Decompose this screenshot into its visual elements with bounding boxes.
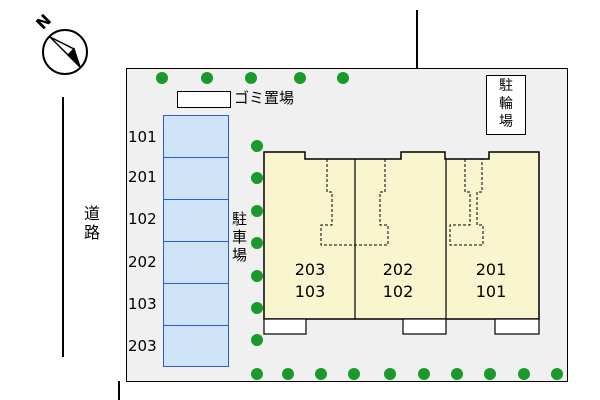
bike-parking-label: 駐 輪 場 xyxy=(499,77,513,131)
car-parking-char-3: 場 xyxy=(232,246,248,264)
tree-icon xyxy=(337,72,349,84)
parking-slot-divider xyxy=(163,157,229,158)
tree-icon xyxy=(451,368,463,380)
tree-icon xyxy=(251,172,263,184)
tree-icon xyxy=(156,72,168,84)
unit-lower-label: 102 xyxy=(382,282,414,301)
parking-slot-divider xyxy=(163,325,229,326)
compass-n-label: N xyxy=(32,12,55,33)
car-parking-label: 駐 車 場 xyxy=(232,210,247,264)
north-compass-icon: N xyxy=(32,12,88,75)
bike-parking-char-1: 駐 xyxy=(499,78,513,94)
bike-parking-box xyxy=(486,75,526,135)
parking-slot-label: 103 xyxy=(128,295,157,313)
parking-slot-divider xyxy=(163,241,229,242)
tree-icon xyxy=(294,72,306,84)
tree-icon xyxy=(551,368,563,380)
parking-slot-divider xyxy=(163,199,229,200)
tree-icon xyxy=(251,237,263,249)
tree-icon xyxy=(245,72,257,84)
tree-icon xyxy=(418,368,430,380)
tree-icon xyxy=(282,368,294,380)
boundary-line-bottom xyxy=(118,381,120,400)
road-label-char-2: 路 xyxy=(84,223,101,242)
bike-parking-char-3: 場 xyxy=(499,114,513,130)
unit-upper-label: 201 xyxy=(475,260,507,279)
unit-label-group: 201 101 xyxy=(463,259,519,303)
parking-slot-label: 202 xyxy=(128,253,157,271)
tree-icon xyxy=(251,205,263,217)
tree-icon xyxy=(384,368,396,380)
tree-icon xyxy=(251,302,263,314)
tree-icon xyxy=(251,368,263,380)
unit-label-group: 203 103 xyxy=(282,259,338,303)
tree-icon xyxy=(484,368,496,380)
road-label: 道 路 xyxy=(84,204,100,242)
parking-slot-divider xyxy=(163,283,229,284)
tree-icon xyxy=(251,334,263,346)
tree-icon xyxy=(251,270,263,282)
tree-icon xyxy=(348,368,360,380)
unit-label-group: 202 102 xyxy=(370,259,426,303)
apartment-building xyxy=(263,151,540,335)
unit-lower-label: 103 xyxy=(294,282,326,301)
road-label-char-1: 道 xyxy=(84,204,101,223)
parking-slot-label: 101 xyxy=(128,128,157,146)
garbage-area-box xyxy=(177,91,231,108)
parking-slot-label: 102 xyxy=(128,210,157,228)
parking-slot-label: 201 xyxy=(128,168,157,186)
parking-slot-label: 203 xyxy=(128,337,157,355)
road-line xyxy=(62,97,64,357)
tree-icon xyxy=(518,368,530,380)
unit-upper-label: 203 xyxy=(294,260,326,279)
car-parking-char-1: 駐 xyxy=(232,210,248,228)
unit-lower-label: 101 xyxy=(475,282,507,301)
bike-parking-char-2: 輪 xyxy=(499,96,513,112)
car-parking-char-2: 車 xyxy=(232,228,248,246)
tree-icon xyxy=(315,368,327,380)
tree-icon xyxy=(201,72,213,84)
tree-icon xyxy=(251,140,263,152)
boundary-line-top xyxy=(416,10,418,68)
garbage-area-label: ゴミ置場 xyxy=(234,89,295,107)
unit-upper-label: 202 xyxy=(382,260,414,279)
